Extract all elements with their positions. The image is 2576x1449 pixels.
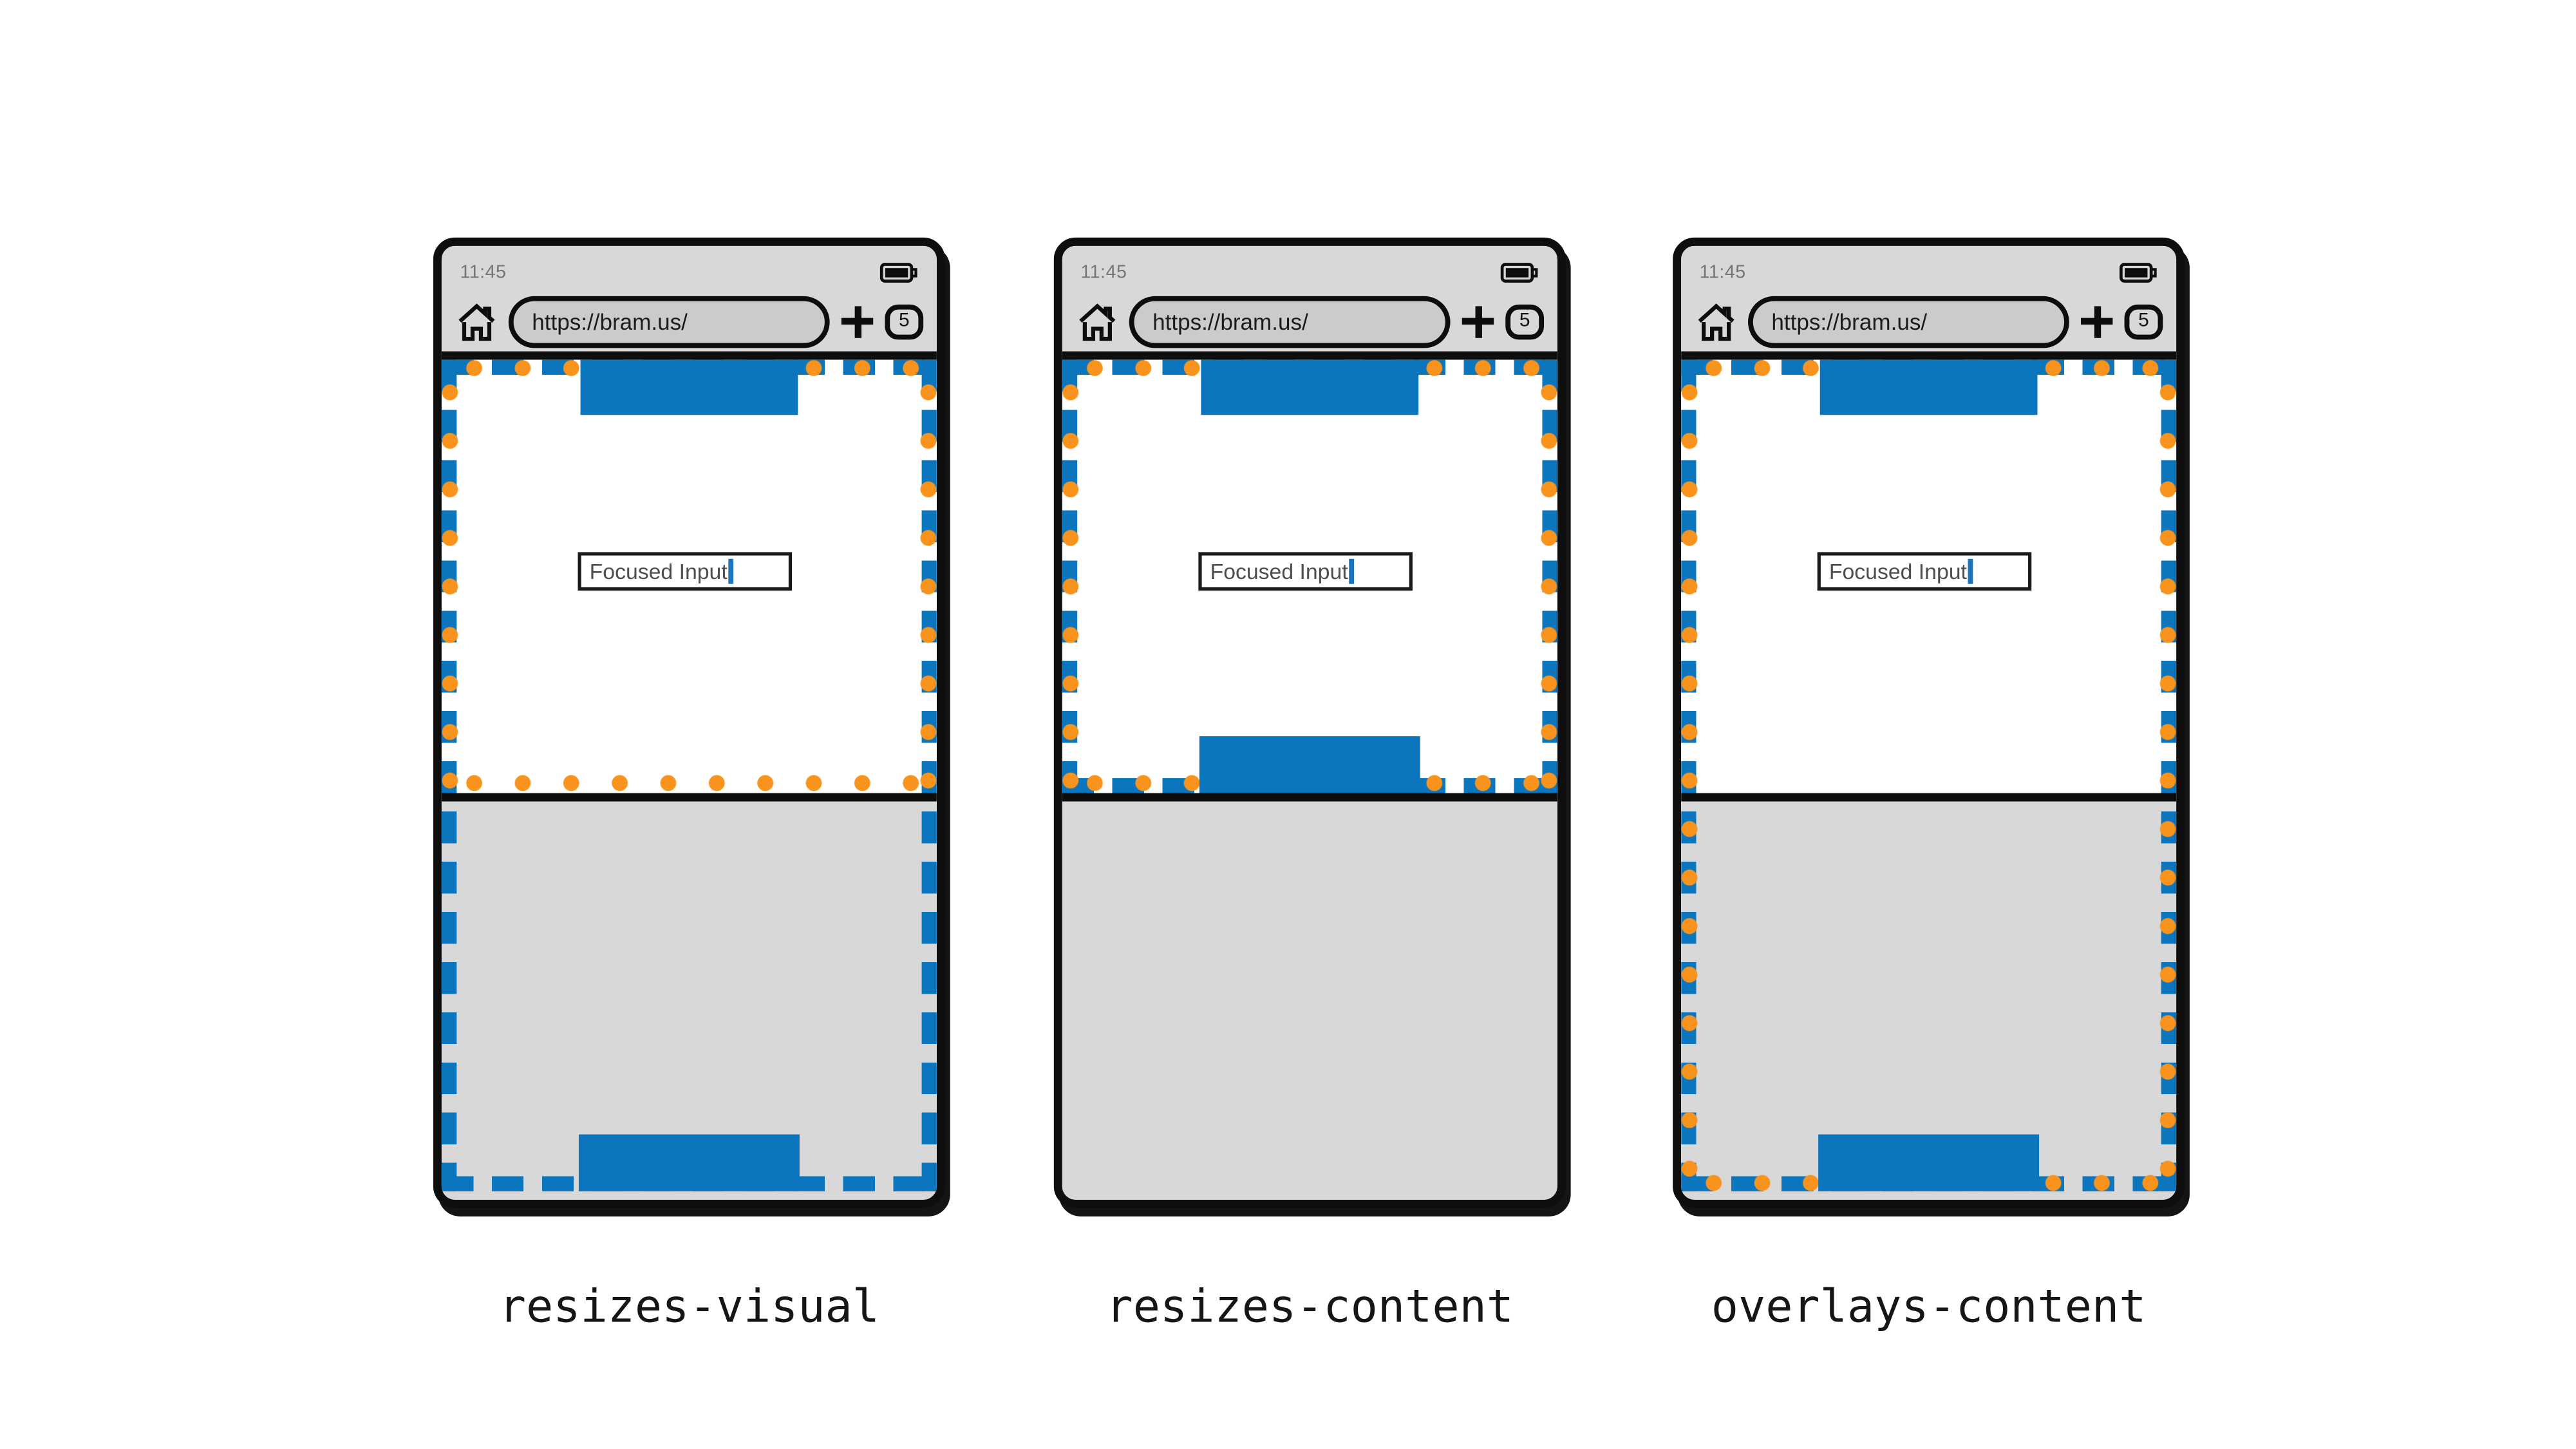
home-icon[interactable] [1077,302,1117,341]
status-bar: 11:45 [1062,246,1557,291]
status-bar: 11:45 [442,246,937,291]
dotted-edge-left [441,359,458,791]
input-value: Focused Input [1210,558,1348,584]
battery-icon [1500,263,1539,283]
status-time: 11:45 [1699,262,1746,283]
phone-mockup-resizes-content: 11:45 https://bram.us/ 5 [1053,237,1566,1208]
fixed-header-block [1201,359,1419,415]
url-toolbar: https://bram.us/ 5 [442,291,937,352]
url-toolbar: https://bram.us/ 5 [1681,291,2176,352]
url-bar[interactable]: https://bram.us/ [1748,295,2069,348]
status-time: 11:45 [460,262,507,283]
focused-input[interactable]: Focused Input [578,552,793,591]
dotted-edge-bottom [441,774,937,791]
fixed-header-block [580,359,798,415]
home-icon[interactable] [456,302,496,341]
input-value: Focused Input [1829,558,1967,584]
battery-icon [879,263,919,283]
tab-counter-button[interactable]: 5 [885,303,924,339]
tab-count: 5 [1519,311,1530,332]
virtual-keyboard [441,793,937,1200]
phone-mockup-resizes-visual: 11:45 https://bram.us/ 5 [433,237,945,1208]
variant-label-overlays-content: overlays-content [1711,1282,2147,1334]
focused-input[interactable]: Focused Input [1198,552,1413,591]
tab-counter-button[interactable]: 5 [2124,303,2163,339]
status-time: 11:45 [1080,262,1127,283]
focused-input[interactable]: Focused Input [1817,552,2032,591]
dotted-edge-right [1540,359,1557,791]
dotted-edge-left [1062,359,1079,791]
page-viewport: Focused Input [1681,359,2177,1200]
battery-icon [2120,263,2158,283]
status-bar: 11:45 [1681,246,2176,291]
text-caret [1968,558,1973,584]
new-tab-plus-icon[interactable] [1462,305,1494,337]
phone-mockup-overlays-content: 11:45 https://bram.us/ 5 [1673,237,2185,1208]
text-caret [1349,558,1354,584]
url-bar[interactable]: https://bram.us/ [508,295,830,348]
dotted-edge-right [919,359,937,791]
fixed-footer-block [1818,1134,2040,1191]
new-tab-plus-icon[interactable] [2081,305,2113,337]
tab-counter-button[interactable]: 5 [1505,303,1545,339]
home-icon[interactable] [1696,302,1736,341]
new-tab-plus-icon[interactable] [841,305,874,337]
browser-chrome: 11:45 https://bram.us/ 5 [1062,245,1557,360]
virtual-keyboard [1062,793,1557,1200]
virtual-keyboard [1681,793,2177,1200]
input-value: Focused Input [589,558,728,584]
url-text: https://bram.us/ [1771,308,1928,334]
dashed-edge-right [1542,359,1557,793]
page-viewport: Focused Input [1062,359,1557,1200]
variant-label-resizes-visual: resizes-visual [498,1282,880,1334]
tab-count: 5 [2138,311,2149,332]
dashed-edge-left [1062,359,1078,793]
url-toolbar: https://bram.us/ 5 [1062,291,1557,352]
browser-chrome: 11:45 https://bram.us/ 5 [441,245,937,360]
page-viewport: Focused Input [441,359,937,1200]
browser-chrome: 11:45 https://bram.us/ 5 [1681,245,2177,360]
url-bar[interactable]: https://bram.us/ [1129,295,1451,348]
tab-count: 5 [898,311,910,332]
url-text: https://bram.us/ [532,308,688,334]
url-text: https://bram.us/ [1152,308,1308,334]
text-caret [729,558,733,584]
fixed-header-block [1819,359,2038,415]
fixed-footer-block [578,1134,800,1191]
variant-label-resizes-content: resizes-content [1105,1282,1514,1334]
fixed-footer-block [1199,736,1420,793]
